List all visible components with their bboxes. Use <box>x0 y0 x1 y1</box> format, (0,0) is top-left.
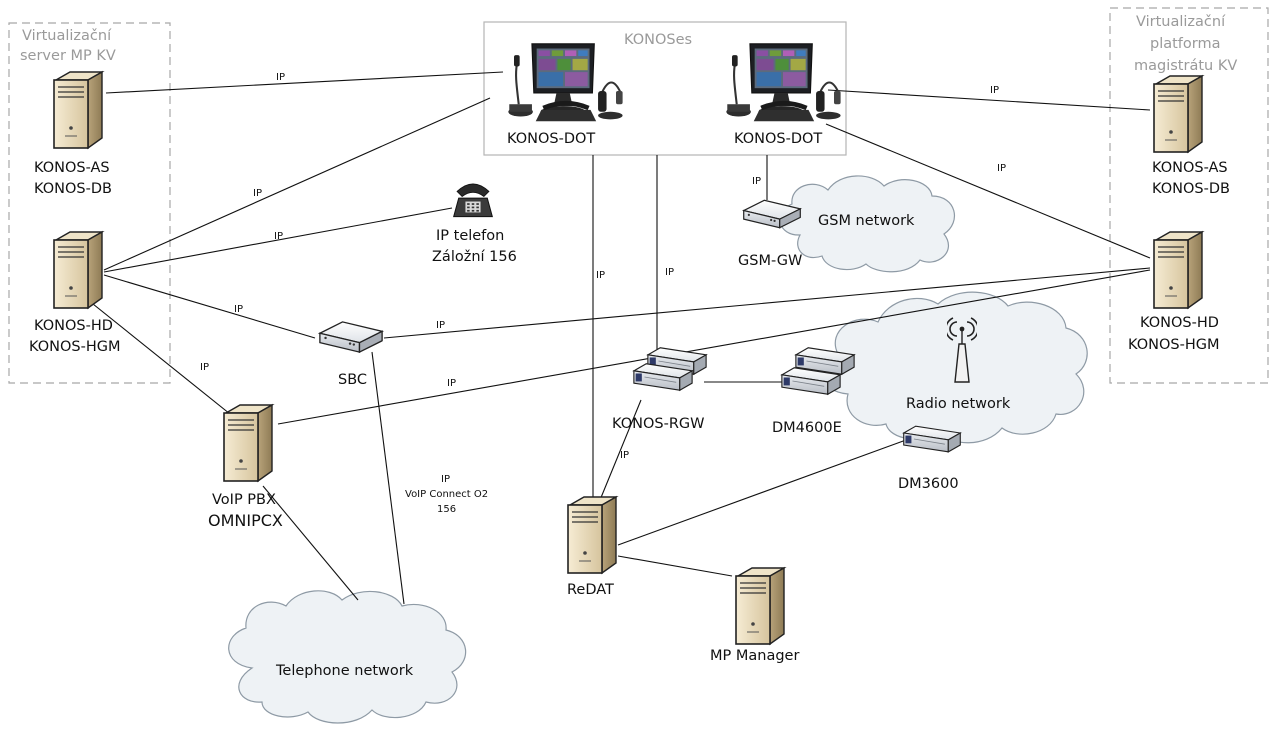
ip-label: IP <box>200 362 209 373</box>
ip-label: IP <box>436 320 445 331</box>
gsm-network-label: GSM network <box>818 213 915 229</box>
server-icon <box>1153 231 1203 309</box>
ip-label: IP <box>620 450 629 461</box>
konos-as-right-label: KONOS-AS <box>1152 160 1228 176</box>
ip-label: IP <box>997 163 1006 174</box>
virtualization-server-region <box>8 22 171 384</box>
konos-db-right-label: KONOS-DB <box>1152 181 1230 197</box>
konos-dot-left-label: KONOS-DOT <box>507 131 595 147</box>
right-region-title-line1: Virtualizační <box>1136 14 1226 30</box>
server-icon <box>735 567 785 645</box>
ip-label: IP <box>990 85 999 96</box>
left-region-title-line2: server MP KV <box>20 48 116 64</box>
link-labels: IP IP IP IP IP IP IP IP IP IP IP IP IP I… <box>200 72 1006 515</box>
omnipcx-label: OMNIPCX <box>208 511 283 530</box>
konos-as-left-label: KONOS-AS <box>34 160 110 176</box>
ip-label: IP <box>234 304 243 315</box>
konos-rgw-label: KONOS-RGW <box>612 416 704 432</box>
server-icon <box>53 231 103 309</box>
radio-network-label: Radio network <box>906 396 1011 412</box>
voip-connect-number: 156 <box>437 504 456 515</box>
server-icon <box>567 496 617 574</box>
ip-label: IP <box>253 188 262 199</box>
dm3600-label: DM3600 <box>898 476 959 492</box>
ip-label: IP <box>274 231 283 242</box>
redat-label: ReDAT <box>567 582 614 598</box>
gsm-network-cloud <box>779 175 955 273</box>
virtualization-platform-region <box>1109 7 1269 384</box>
ip-label: IP <box>447 378 456 389</box>
right-region-title-line2: platforma <box>1150 36 1221 52</box>
ip-label: IP <box>665 267 674 278</box>
ip-phone-label: IP telefon <box>436 228 504 244</box>
server-icon <box>1153 75 1203 153</box>
konos-db-left-label: KONOS-DB <box>34 181 112 197</box>
konoses-title: KONOSes <box>624 32 692 48</box>
gsm-gw-label: GSM-GW <box>738 253 802 269</box>
sbc-label: SBC <box>338 372 367 388</box>
radio-network-cloud <box>821 291 1088 444</box>
konos-hgm-right-label: KONOS-HGM <box>1128 337 1219 353</box>
konos-dot-right-label: KONOS-DOT <box>734 131 822 147</box>
ip-label: IP <box>752 176 761 187</box>
konos-hd-left-label: KONOS-HD <box>34 318 113 334</box>
voip-pbx-label: VoIP PBX <box>212 492 276 508</box>
left-region-title-line1: Virtualizační <box>22 28 112 44</box>
telephone-network-cloud <box>228 590 467 724</box>
network-links <box>87 71 1151 605</box>
ip-label: IP <box>276 72 285 83</box>
right-region-title-line3: magistrátu KV <box>1134 58 1237 74</box>
ip-label: IP <box>441 474 450 485</box>
sbc-icon <box>319 321 383 353</box>
ip-label: IP <box>596 270 605 281</box>
server-icon <box>53 71 103 149</box>
dm4600e-label: DM4600E <box>772 420 842 436</box>
konos-hgm-left-label: KONOS-HGM <box>29 339 120 355</box>
ip-phone-icon <box>453 183 493 218</box>
mp-manager-label: MP Manager <box>710 648 799 664</box>
konos-hd-right-label: KONOS-HD <box>1140 315 1219 331</box>
server-icon <box>223 404 273 482</box>
ip-phone-backup-label: Záložní 156 <box>432 249 517 265</box>
voip-connect-label: VoIP Connect O2 <box>405 489 488 500</box>
telephone-network-label: Telephone network <box>275 663 414 679</box>
